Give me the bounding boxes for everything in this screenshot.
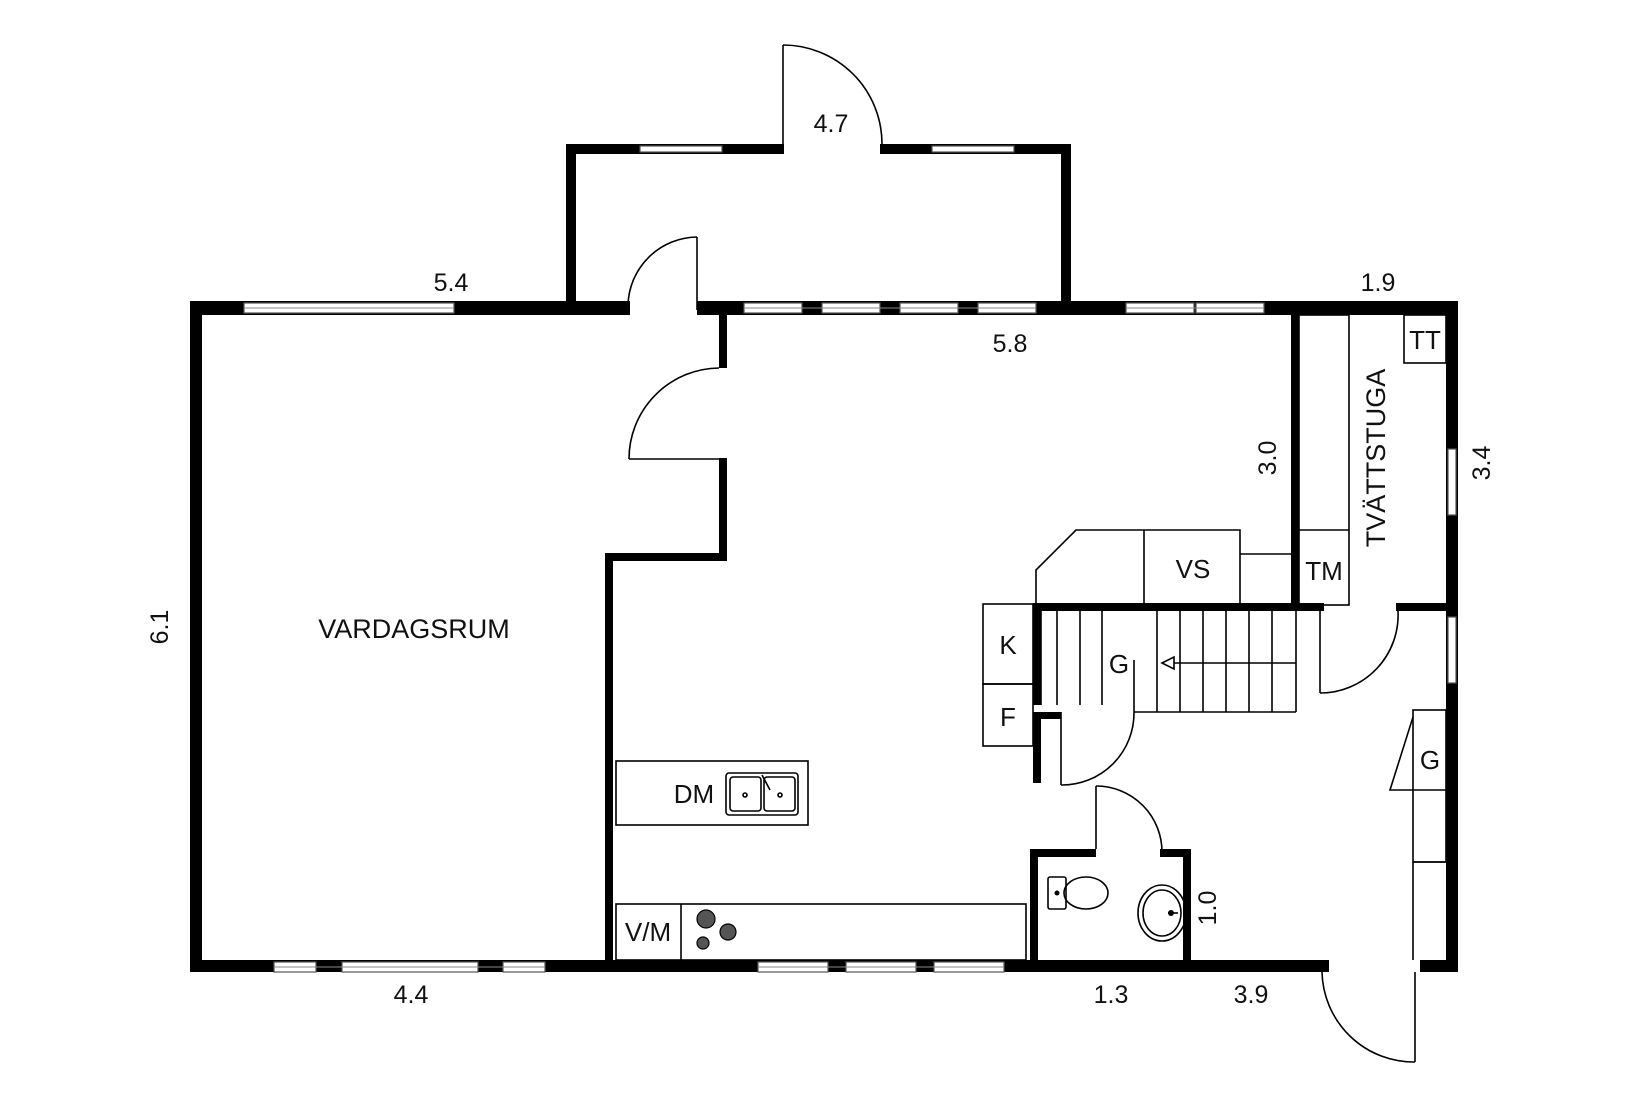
doors	[627, 44, 1416, 1063]
dim-laundry-inner: 3.0	[1254, 441, 1282, 476]
dim-living-top: 5.4	[434, 269, 469, 297]
window	[931, 145, 1015, 153]
labels: VARDAGSRUM TVÄTTSTUGA DM V/M VS TM TT K …	[146, 110, 1496, 1009]
fixture-label-tt: TT	[1409, 325, 1441, 355]
dim-porch-width: 4.7	[814, 110, 849, 138]
fixture-label-g-hall: G	[1420, 745, 1440, 775]
f-cabinet	[982, 683, 1034, 747]
room-label-living: VARDAGSRUM	[318, 614, 510, 644]
kitchen-island	[615, 760, 809, 826]
staircase	[1040, 611, 1297, 713]
fixture-label-vs: VS	[1176, 554, 1211, 584]
toilet	[1047, 876, 1109, 910]
fixture-label-tm: TM	[1305, 556, 1343, 586]
window	[1447, 616, 1457, 684]
stove-plate	[696, 909, 716, 929]
washbasin	[1137, 884, 1187, 942]
tt-box	[1403, 314, 1447, 364]
dim-living-bottom: 4.4	[394, 981, 429, 1009]
fixture-label-g-stair: G	[1109, 649, 1129, 679]
dim-laundry-width: 1.9	[1361, 269, 1396, 297]
dim-laundry-outer: 3.4	[1468, 446, 1496, 481]
dim-wc-width: 1.3	[1094, 981, 1129, 1009]
hall-wardrobe	[1388, 716, 1414, 791]
room-label-laundry: TVÄTTSTUGA	[1361, 369, 1391, 548]
stove-plate	[696, 936, 710, 950]
fixture-label-vm: V/M	[625, 917, 671, 947]
fixture-label-dm: DM	[674, 779, 714, 809]
sink	[725, 772, 799, 816]
window	[1447, 448, 1457, 516]
vs-cabinet	[1035, 529, 1241, 608]
windows	[243, 145, 1457, 973]
dim-wc-height: 1.0	[1194, 891, 1222, 926]
stove-plate	[719, 923, 737, 941]
walls	[190, 144, 1458, 972]
dim-kitchen-top: 5.8	[993, 330, 1028, 358]
kitchen-counter	[615, 903, 1027, 961]
window	[639, 145, 723, 153]
laundry-counter	[1298, 314, 1350, 606]
fixture-label-f: F	[1000, 702, 1016, 732]
fixtures	[615, 314, 1447, 961]
dim-living-height: 6.1	[146, 610, 174, 645]
dim-hall-width: 3.9	[1234, 981, 1269, 1009]
fixture-label-k: K	[999, 630, 1017, 660]
